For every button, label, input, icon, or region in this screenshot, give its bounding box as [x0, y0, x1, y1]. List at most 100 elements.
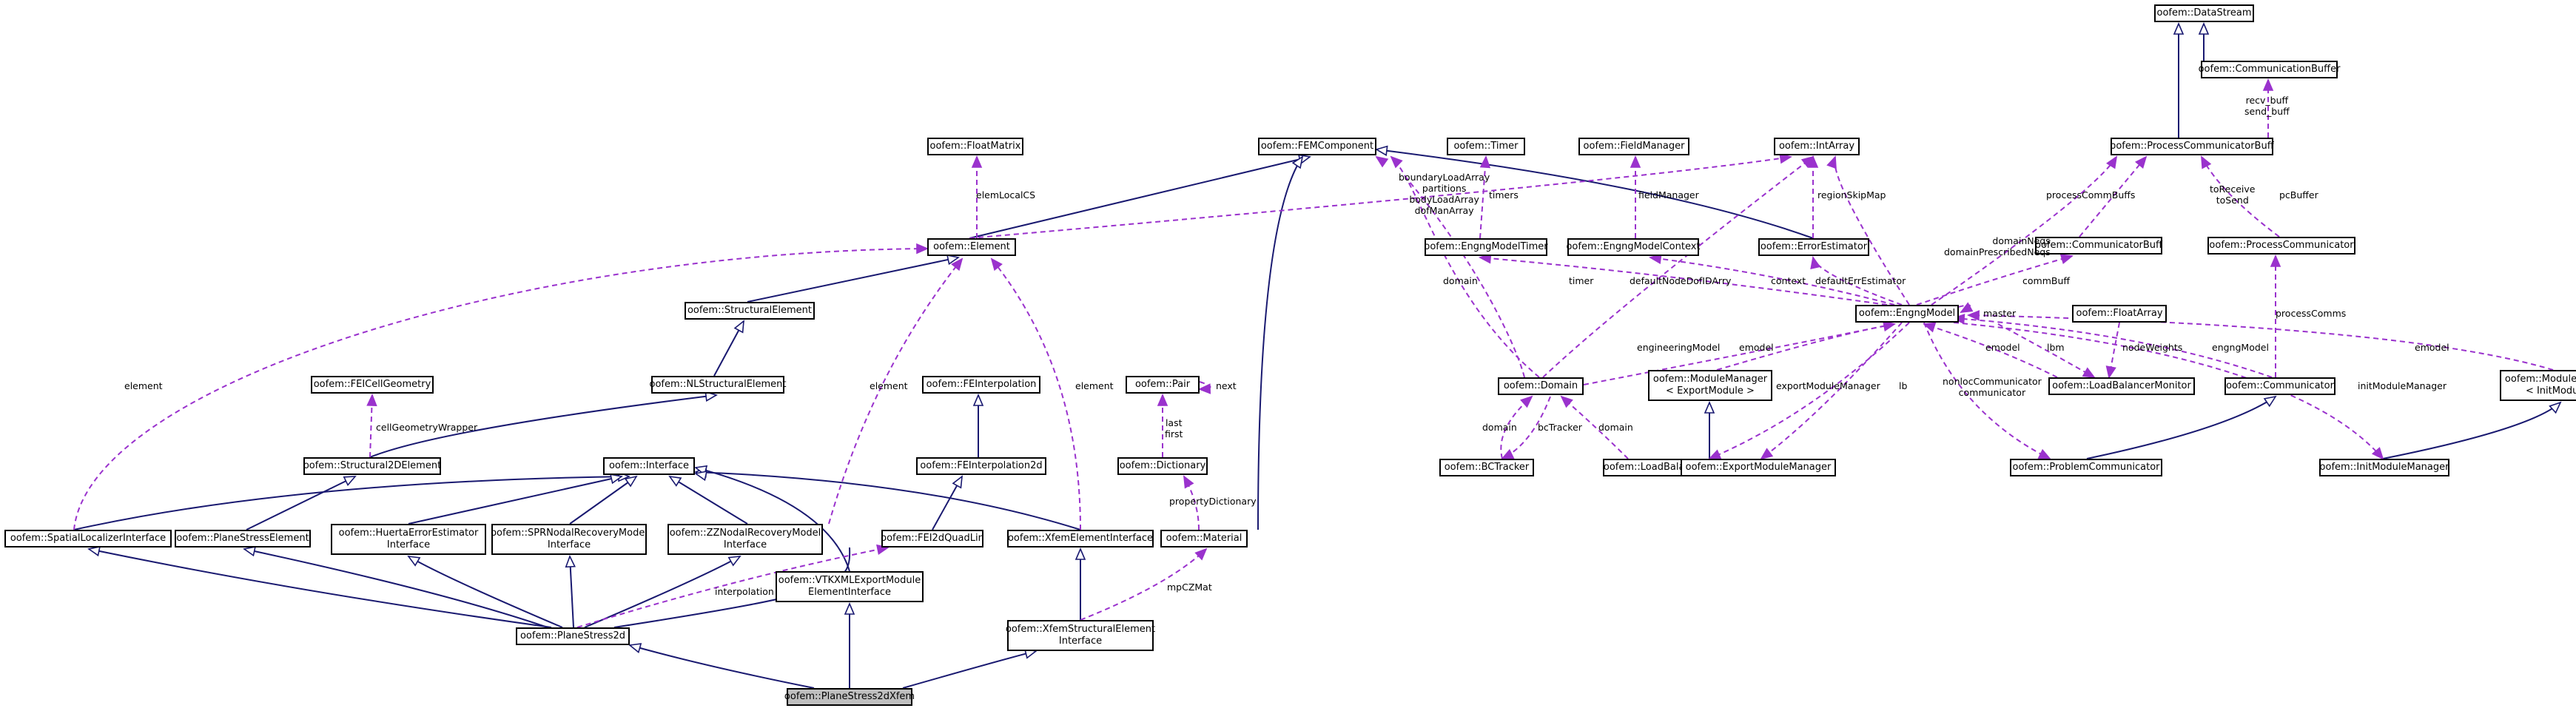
edge-arrowhead	[1197, 383, 1211, 394]
inheritance-edge	[695, 471, 1081, 530]
edge-arrowhead	[1630, 155, 1641, 168]
node-bc-tracker[interactable]: oofem::BCTracker	[1439, 459, 1534, 476]
node-communicator-buff[interactable]: oofem::CommunicatorBuff	[2035, 237, 2162, 255]
edge-arrowhead	[1810, 256, 1821, 270]
label-lb: lb	[1899, 380, 1908, 391]
node-float-matrix[interactable]: oofem::FloatMatrix	[927, 138, 1023, 155]
label-timer: timer	[1569, 275, 1594, 286]
node-error-estimator[interactable]: oofem::ErrorEstimator	[1758, 238, 1869, 256]
usage-edge	[1479, 156, 1487, 239]
usage-edge	[1479, 257, 1888, 306]
node-load-balancer-monitor[interactable]: oofem::LoadBalancerMonitor	[2048, 377, 2195, 395]
node-problem-communicator[interactable]: oofem::ProblemCommunicator	[2010, 459, 2162, 476]
label-property-dictionary: propertyDictionary	[1169, 496, 1257, 507]
edge-arrowhead	[609, 474, 623, 485]
inheritance-edge	[88, 548, 552, 628]
node-structural-2d-element[interactable]: oofem::Structural2DElement	[303, 457, 441, 475]
label-mp-cz-mat: mpCZMat	[1167, 582, 1212, 593]
node-spatial-localizer-interface[interactable]: oofem::SpatialLocalizerInterface	[4, 530, 172, 547]
node-engng-model-timer[interactable]: oofem::EngngModelTimer	[1424, 238, 1548, 256]
usage-edge	[1761, 322, 1903, 459]
edge-arrowhead	[2262, 78, 2274, 91]
edge-arrowhead	[243, 546, 256, 557]
label-element-left: element	[124, 380, 163, 391]
node-pair[interactable]: oofem::Pair	[1126, 376, 1200, 394]
label-domain-left: domain	[1443, 275, 1478, 286]
edge-arrowhead	[2106, 155, 2118, 169]
node-element[interactable]: oofem::Element	[927, 238, 1016, 256]
usage-edge	[1931, 156, 2117, 306]
node-fem-component[interactable]: oofem::FEMComponent	[1258, 138, 1376, 155]
edge-arrowhead	[87, 545, 101, 557]
node-process-communicator-buff[interactable]: oofem::ProcessCommunicatorBuff	[2110, 138, 2274, 155]
label-context: context	[1771, 275, 1806, 286]
node-field-manager[interactable]: oofem::FieldManager	[1578, 138, 1689, 155]
node-domain[interactable]: oofem::Domain	[1498, 377, 1584, 395]
label-next: next	[1216, 380, 1237, 391]
node-export-module-manager[interactable]: oofem::ExportModuleManager	[1681, 459, 1836, 476]
node-datastream[interactable]: oofem::DataStream	[2154, 4, 2254, 22]
label-element-mid: element	[870, 380, 908, 391]
edge-arrowhead	[624, 475, 638, 488]
node-fei-cell-geometry[interactable]: oofem::FEICellGeometry	[311, 376, 434, 394]
label-timers: timers	[1489, 189, 1519, 201]
node-xfem-element-interface[interactable]: oofem::XfemElementInterface	[1007, 530, 1154, 547]
node-fe-interpolation[interactable]: oofem::FEInterpolation	[922, 376, 1040, 394]
usage-edge	[369, 394, 373, 458]
edge-arrowhead	[2201, 155, 2212, 169]
edge-arrowhead	[1704, 400, 1715, 414]
edge-arrowhead	[343, 476, 357, 486]
node-fei-2d-quad-lin[interactable]: oofem::FEI2dQuadLin	[881, 530, 984, 547]
node-fe-interpolation-2d[interactable]: oofem::FEInterpolation2d	[916, 457, 1046, 475]
node-structural-element[interactable]: oofem::StructuralElement	[685, 302, 815, 320]
node-nl-structural-element[interactable]: oofem::NLStructuralElement	[649, 376, 787, 394]
label-region-skip-map: regionSkipMap	[1817, 189, 1886, 201]
node-communicator[interactable]: oofem::Communicator	[2224, 377, 2335, 395]
edge-arrowhead	[1883, 320, 1897, 331]
node-timer[interactable]: oofem::Timer	[1447, 138, 1525, 155]
usage-edge	[1716, 323, 1895, 371]
node-plane-stress-2d-xfem[interactable]: oofem::PlaneStress2dXfem	[784, 688, 915, 706]
edge-arrowhead	[1075, 547, 1086, 560]
usage-edge	[1080, 548, 1207, 621]
edge-arrowhead	[951, 257, 964, 272]
inheritance-edge	[408, 556, 563, 628]
edge-arrowhead	[2134, 155, 2148, 169]
usage-edge	[1916, 255, 2073, 306]
node-process-communicator[interactable]: oofem::ProcessCommunicator	[2207, 237, 2355, 255]
edge-arrowhead	[1966, 310, 1980, 321]
node-engng-model-context[interactable]: oofem::EngngModelContext	[1566, 238, 1701, 256]
edge-arrowhead	[668, 475, 682, 487]
usage-edge	[1405, 177, 1525, 378]
node-dictionary[interactable]: oofem::Dictionary	[1117, 457, 1208, 475]
node-float-array[interactable]: oofem::FloatArray	[2072, 305, 2167, 323]
node-module-manager-init[interactable]: oofem::ModuleManager< InitModule >	[2500, 370, 2576, 401]
node-plane-stress-2d[interactable]: oofem::PlaneStress2d	[516, 627, 630, 645]
node-communication-buffer[interactable]: oofem::CommunicationBuffer	[2199, 61, 2340, 78]
edge-arrowhead	[1183, 475, 1194, 489]
inheritance-edge	[408, 476, 622, 525]
node-module-manager-export[interactable]: oofem::ModuleManager< ExportModule >	[1648, 370, 1772, 401]
edge-arrowhead	[1708, 449, 1722, 459]
edge-arrowhead	[1479, 155, 1491, 169]
usage-edge	[1953, 322, 2384, 459]
label-field-manager: fieldManager	[1638, 189, 1699, 201]
node-init-module-manager[interactable]: oofem::InitModuleManager	[2319, 459, 2449, 476]
node-interface[interactable]: oofem::Interface	[603, 457, 695, 475]
node-plane-stress-element[interactable]: oofem::PlaneStressElement	[175, 530, 311, 547]
inheritance-edge	[747, 257, 959, 303]
node-engng-model[interactable]: oofem::EngngModel	[1855, 305, 1959, 323]
node-int-array[interactable]: oofem::IntArray	[1774, 138, 1860, 155]
label-comm-buff: commBuff	[2022, 275, 2070, 286]
node-material[interactable]: oofem::Material	[1160, 530, 1248, 547]
edge-arrowhead	[727, 556, 741, 567]
edge-arrowhead	[2082, 367, 2096, 379]
